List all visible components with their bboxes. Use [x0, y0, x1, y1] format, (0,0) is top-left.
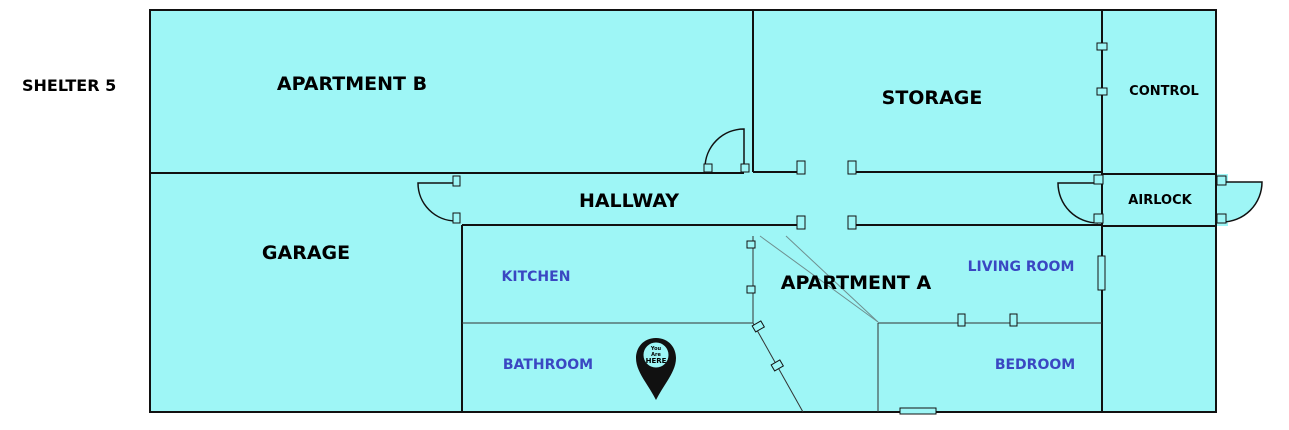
room-label-garage: GARAGE [262, 242, 350, 264]
room-label-airlock: AIRLOCK [1128, 193, 1192, 208]
marker-line-3: HERE [646, 357, 667, 365]
you-are-here-marker: You Are HERE [636, 338, 676, 400]
apartment-a-guides [759, 235, 879, 323]
marker-line-2: Are [651, 352, 661, 358]
room-label-apartment-a: APARTMENT A [781, 272, 932, 294]
room-labels: APARTMENT B STORAGE CONTROL HALLWAY AIRL… [262, 73, 1199, 373]
marker-line-1: You [650, 346, 662, 352]
room-label-kitchen: KITCHEN [502, 269, 571, 285]
room-label-apartment-b: APARTMENT B [277, 73, 427, 95]
walls [149, 9, 1217, 413]
map-pin-center [642, 341, 670, 369]
map-title: SHELTER 5 [22, 76, 116, 95]
interior-walls [462, 236, 1102, 413]
door-jambs [452, 42, 1227, 415]
room-label-control: CONTROL [1129, 84, 1199, 99]
room-label-bedroom: BEDROOM [995, 357, 1075, 373]
west-hallway-door-icon [417, 182, 457, 222]
floor-areas [150, 10, 1228, 412]
room-label-storage: STORAGE [882, 87, 983, 109]
apartment-b-door-icon [704, 128, 745, 169]
airlock-inner-door-icon [1057, 182, 1099, 224]
airlock-outer-door-icon [1221, 181, 1263, 223]
room-label-bathroom: BATHROOM [503, 357, 593, 373]
room-label-living-room: LIVING ROOM [968, 259, 1075, 275]
doors [417, 128, 1263, 224]
room-label-hallway: HALLWAY [579, 190, 679, 212]
floor-fill [150, 10, 1216, 412]
